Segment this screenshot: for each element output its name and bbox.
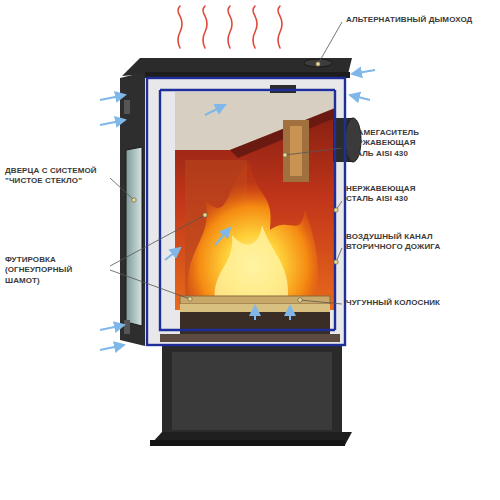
callout-label: АЛЬТЕРНАТИВНЫЙ ДЫМОХОД xyxy=(346,15,496,25)
top-plate xyxy=(122,58,352,78)
leader-dots xyxy=(132,62,338,302)
air-flow-arrows xyxy=(100,70,375,350)
heat-waves xyxy=(178,6,282,48)
air-channel-outline xyxy=(147,78,345,345)
callout-label: ПЛАМЕГАСИТЕЛЬ НЕРЖАВЕЮЩАЯ СТАЛЬ AISI 430 xyxy=(346,128,441,159)
callout-label: ФУТИРОВКА (ОГНЕУПОРНЫЙ ШАМОТ) xyxy=(5,255,109,286)
side-panel xyxy=(120,72,145,346)
callout-label: ВОЗДУШНЫЙ КАНАЛ ВТОРИЧНОГО ДОЖИГА xyxy=(346,232,456,253)
leader-lines xyxy=(110,22,342,304)
firebox xyxy=(147,78,345,345)
stove-stand xyxy=(150,345,352,446)
callout-label: НЕРЖАВЕЮЩАЯ СТАЛЬ AISI 430 xyxy=(346,184,441,205)
callout-label: ДВЕРЦА С СИСТЕМОЙ "ЧИСТОЕ СТЕКЛО" xyxy=(5,166,109,187)
callout-label: ЧУГУННЫЙ КОЛОСНИК xyxy=(346,298,466,308)
